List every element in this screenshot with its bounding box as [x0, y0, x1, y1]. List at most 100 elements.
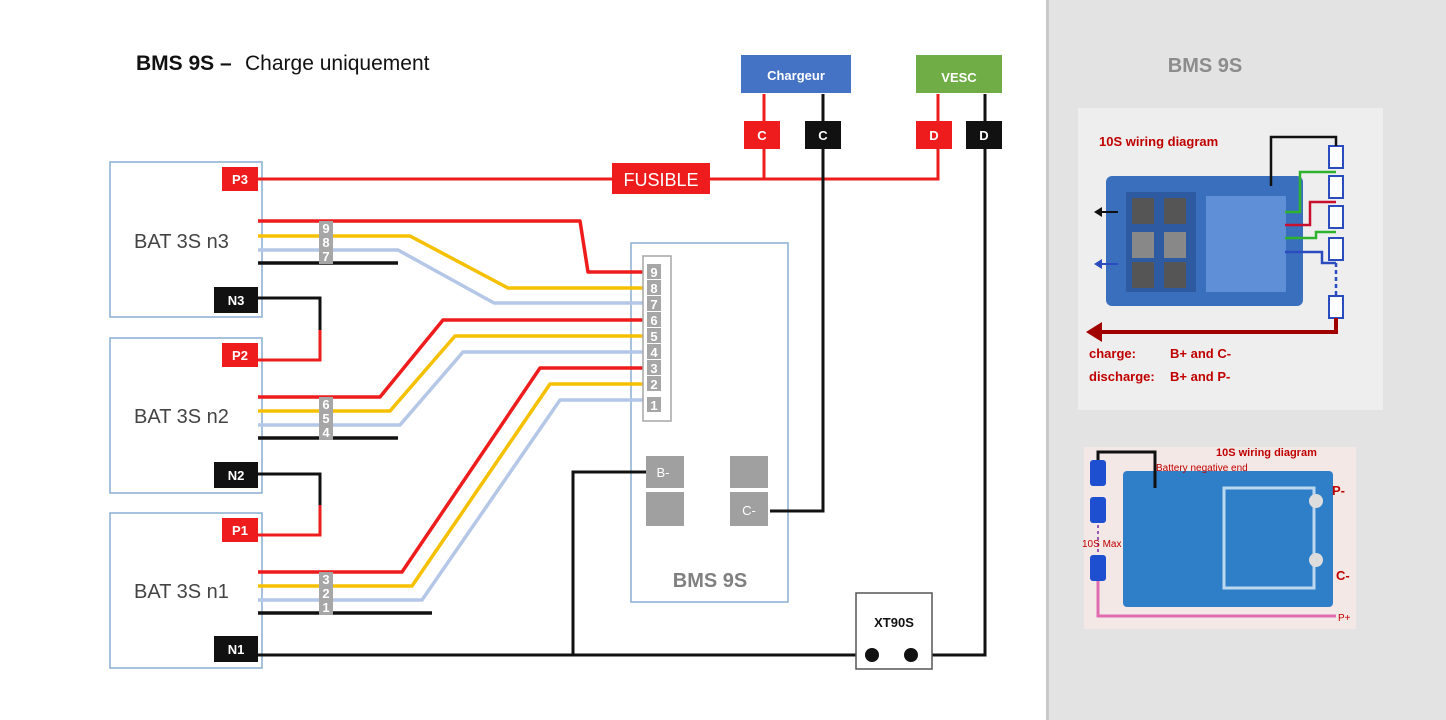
tap-tag-group-n1 [319, 572, 333, 615]
photo-bottom-title: 10S wiring diagram [1216, 447, 1317, 459]
photo-top-cell-2 [1328, 175, 1344, 199]
bms-pad-c-minus [730, 492, 768, 526]
photo-top-cell-4 [1328, 237, 1344, 261]
bms-pin-9 [647, 264, 661, 279]
tap-tag-7: 7 [322, 249, 329, 264]
bms-pin-6-label: 6 [650, 313, 657, 328]
bms-pad-b-minus [646, 456, 684, 488]
bms-pin-5-label: 5 [650, 329, 657, 344]
tap-tag-5: 5 [322, 411, 329, 426]
b-minus-wire [571, 470, 650, 655]
terminal-p2 [222, 343, 258, 367]
bms-pin-4 [647, 344, 661, 359]
bms-photo-top: 10S wiring diagram [1078, 108, 1383, 410]
bms-photo-bottom: 10S wiring diagram Battery negative end … [1082, 447, 1356, 629]
photo-top-mosfet-5 [1132, 262, 1154, 288]
bms-pins: 9 8 7 6 5 4 3 2 1 [647, 264, 661, 413]
series-link-n3-p2-black [258, 296, 322, 330]
photo-top-wire-black [1269, 135, 1338, 186]
p-plus-label: P+ [1338, 613, 1351, 624]
photo-top-mosfet-2 [1164, 198, 1186, 224]
terminal-n1 [214, 636, 258, 662]
photo-top-title: 10S wiring diagram [1099, 134, 1218, 149]
terminal-n1-label: N1 [228, 642, 245, 657]
balance-wire-4 [258, 350, 645, 427]
charge-value: B+ and C- [1170, 346, 1231, 361]
photo-bottom-cell-1 [1090, 460, 1106, 486]
charger-c-positive [744, 121, 780, 149]
xt90-pin-left [865, 648, 879, 662]
photo-bottom-cell-2 [1090, 497, 1106, 523]
terminal-n3 [214, 287, 258, 313]
photo-top-mosfet-6 [1164, 262, 1186, 288]
vesc-d-positive [916, 121, 952, 149]
photo-top-cells [1328, 145, 1344, 319]
photo-top-arrow-charge [1086, 322, 1102, 342]
vesc-d-negative-label: D [979, 128, 988, 143]
tap-tag-group-n3 [319, 221, 333, 264]
charger-c-positive-label: C [757, 128, 767, 143]
photo-bottom-board [1123, 471, 1333, 607]
title-bold: BMS 9S – [136, 52, 232, 75]
device-terminals: C C D D [744, 121, 1002, 149]
tap-tag-4: 4 [322, 425, 330, 440]
tap-tag-1: 1 [322, 600, 329, 615]
bms-pin-2-label: 2 [650, 377, 657, 392]
photo-bottom-cell-3 [1090, 555, 1106, 581]
series-link-n2-p1-red [258, 472, 322, 537]
bms-pad-b-minus-label: B- [657, 465, 670, 480]
photo-top-arrowhead-black [1094, 207, 1102, 217]
bms-pin-3 [647, 360, 661, 375]
fuse-label: FUSIBLE [623, 170, 698, 190]
photo-top-mosfet-1 [1132, 198, 1154, 224]
balance-wire-2 [258, 382, 645, 588]
bms-pin-7-label: 7 [650, 297, 657, 312]
main-negative-wire [258, 94, 987, 657]
side-panel-title: BMS 9S [1168, 55, 1242, 77]
series-link-n2-p1-black [258, 472, 322, 505]
bms-pin-8-label: 8 [650, 281, 657, 296]
terminal-n2-label: N2 [228, 468, 245, 483]
tap-tag-3: 3 [322, 572, 329, 587]
charger-c-negative-label: C [818, 128, 828, 143]
photo-top-components [1206, 196, 1286, 292]
bms-label: BMS 9S [673, 570, 747, 592]
tap-tag-9: 9 [322, 221, 329, 236]
bms-pad-c-upper [730, 456, 768, 488]
photo-top-cell-5 [1328, 295, 1344, 319]
bms-pad-c-minus-label: C- [742, 503, 756, 518]
xt90-label: XT90S [874, 615, 914, 630]
bms-pin-7 [647, 296, 661, 311]
p-minus-label: P- [1332, 483, 1345, 498]
vesc-d-positive-label: D [929, 128, 938, 143]
terminal-p2-label: P2 [232, 348, 248, 363]
xt90-connector [855, 592, 933, 670]
battery-negative-label: Battery negative end [1156, 463, 1248, 474]
terminal-p1-label: P1 [232, 523, 248, 538]
c-minus-label: C- [1336, 568, 1350, 583]
bms-pin-5 [647, 328, 661, 343]
photo-top-cell-1 [1328, 145, 1344, 169]
tap-tag-group-n2 [319, 397, 333, 440]
balance-wire-1 [258, 398, 645, 602]
bms-pin-1 [647, 397, 661, 412]
bms-pin-6 [647, 312, 661, 327]
battery-terminals: P3 N3 P2 N2 P1 N1 [214, 167, 258, 662]
max-cells-label: 10S Max [1082, 539, 1121, 550]
balance-wire-8 [258, 234, 645, 290]
terminal-p3-label: P3 [232, 172, 248, 187]
photo-top-arrowhead-blue [1094, 259, 1102, 269]
bms-pin-2 [647, 376, 661, 391]
balance-wire-9 [258, 219, 645, 274]
photo-top-wires [1100, 135, 1338, 334]
battery-label-n2: BAT 3S n2 [134, 406, 229, 428]
photo-top-cell-3 [1328, 205, 1344, 229]
tap-tag-2: 2 [322, 586, 329, 601]
vesc-d-negative [966, 121, 1002, 149]
photo-top-wire-blue [1285, 250, 1336, 265]
title-normal: Charge uniquement [245, 52, 430, 75]
charge-label: charge: [1089, 346, 1136, 361]
bms-pin-1-label: 1 [650, 398, 657, 413]
battery-label-n3: BAT 3S n3 [134, 231, 229, 253]
